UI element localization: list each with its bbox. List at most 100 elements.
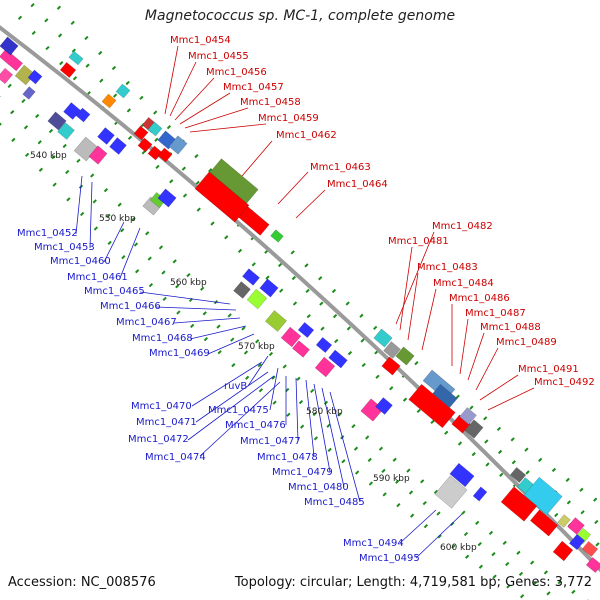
gene-label[interactable]: Mmc1_0462 (276, 130, 337, 141)
track-dot (52, 182, 57, 187)
track-dot (45, 45, 50, 51)
track-dot (331, 288, 337, 294)
gene-label[interactable]: Mmc1_0483 (417, 262, 478, 273)
gene-label[interactable]: Mmc1_0475 (208, 405, 269, 416)
track-dot (93, 226, 99, 231)
gene-label[interactable]: Mmc1_0481 (388, 236, 449, 247)
scale-label: 590 kbp (373, 474, 410, 484)
gene-label[interactable]: Mmc1_0484 (433, 278, 494, 289)
track-dot (125, 80, 130, 86)
track-dot (48, 128, 54, 134)
gene-label[interactable]: Mmc1_0453 (34, 242, 95, 253)
gene-feature (585, 556, 600, 574)
gene-label[interactable]: Mmc1_0482 (432, 221, 493, 232)
gene-label[interactable]: Mmc1_0463 (310, 162, 371, 173)
track-dot (59, 61, 64, 66)
track-dot (37, 140, 42, 145)
track-dot (327, 447, 332, 453)
gene-feature (292, 340, 310, 358)
gene-label[interactable]: Mmc1_0495 (359, 553, 420, 564)
track-dot (557, 580, 562, 585)
gene-feature (509, 466, 527, 484)
track-dot (243, 350, 249, 355)
track-dot (251, 262, 256, 267)
track-dot (117, 202, 122, 207)
track-dot (0, 94, 1, 100)
gene-label[interactable]: Mmc1_0479 (272, 467, 333, 478)
track-dot (286, 412, 291, 417)
callout-line (313, 383, 331, 473)
track-dot (595, 542, 600, 547)
track-dot (56, 5, 62, 10)
gene-label[interactable]: Mmc1_0455 (188, 51, 249, 62)
track-dot (38, 167, 44, 172)
gene-feature (137, 137, 153, 153)
gene-label[interactable]: Mmc1_0460 (50, 256, 111, 267)
gene-label[interactable]: Mmc1_0494 (343, 538, 404, 549)
track-dot (11, 137, 16, 142)
gene-feature (101, 93, 117, 109)
gene-label[interactable]: Mmc1_0470 (131, 401, 192, 412)
track-dot (488, 530, 494, 536)
track-dot (511, 460, 516, 465)
track-dot (120, 228, 125, 233)
scale-label: 570 kbp (238, 342, 275, 352)
track-dot (25, 152, 30, 157)
track-dot (395, 479, 400, 484)
track-dot (546, 591, 551, 596)
gene-label[interactable]: Mmc1_0491 (518, 364, 579, 375)
track-dot (154, 137, 159, 142)
callout-line (119, 227, 141, 279)
gene-label[interactable]: Mmc1_0489 (496, 337, 557, 348)
gene-label[interactable]: Mmc1_0464 (327, 179, 388, 190)
track-dot (554, 512, 559, 518)
gene-label[interactable]: Mmc1_0465 (84, 286, 145, 297)
gene-label[interactable]: Mmc1_0476 (225, 420, 286, 431)
track-dot (332, 313, 338, 319)
gene-label[interactable]: Mmc1_0480 (288, 482, 349, 493)
gene-label[interactable]: Mmc1_0485 (304, 497, 365, 508)
track-dot (593, 497, 598, 502)
track-dot (457, 441, 463, 446)
gene-label[interactable]: Mmc1_0466 (100, 301, 161, 312)
track-dot (162, 296, 167, 302)
gene-label[interactable]: Mmc1_0467 (116, 317, 177, 328)
gene-label[interactable]: Mmc1_0492 (534, 377, 595, 388)
gene-label[interactable]: Mmc1_0452 (17, 228, 78, 239)
track-dot (17, 15, 23, 20)
track-dot (112, 93, 118, 98)
gene-label[interactable]: Mmc1_0478 (257, 452, 318, 463)
gene-label[interactable]: ruvB (224, 381, 247, 392)
gene-label[interactable]: Mmc1_0459 (258, 113, 319, 124)
gene-label[interactable]: Mmc1_0487 (465, 308, 526, 319)
gene-feature (375, 397, 393, 415)
track-dot (279, 288, 284, 293)
callout-line (187, 375, 275, 441)
callout-line (407, 272, 419, 341)
track-dot (306, 314, 311, 319)
callout-line (295, 189, 326, 219)
gene-feature (408, 383, 456, 429)
track-dot (292, 301, 298, 306)
gene-label[interactable]: Mmc1_0477 (240, 436, 301, 447)
gene-label[interactable]: Mmc1_0457 (223, 82, 284, 93)
map-title: Magnetococcus sp. MC-1, complete genome (144, 8, 456, 24)
gene-label[interactable]: Mmc1_0454 (170, 35, 231, 46)
gene-label[interactable]: Mmc1_0468 (132, 333, 193, 344)
track-dot (367, 457, 372, 463)
gene-label[interactable]: Mmc1_0474 (145, 452, 206, 463)
track-dot (465, 554, 470, 559)
gene-label[interactable]: Mmc1_0488 (480, 322, 541, 333)
gene-label[interactable]: Mmc1_0471 (136, 417, 197, 428)
gene-feature (97, 127, 115, 145)
gene-label[interactable]: Mmc1_0456 (206, 67, 267, 78)
gene-feature (109, 137, 127, 155)
gene-label[interactable]: Mmc1_0458 (240, 97, 301, 108)
track-dot (255, 339, 260, 344)
gene-label[interactable]: Mmc1_0461 (67, 272, 128, 283)
gene-label[interactable]: Mmc1_0472 (128, 434, 189, 445)
gene-label[interactable]: Mmc1_0469 (149, 348, 210, 359)
track-dot (106, 213, 111, 219)
gene-label[interactable]: Mmc1_0486 (449, 293, 510, 304)
